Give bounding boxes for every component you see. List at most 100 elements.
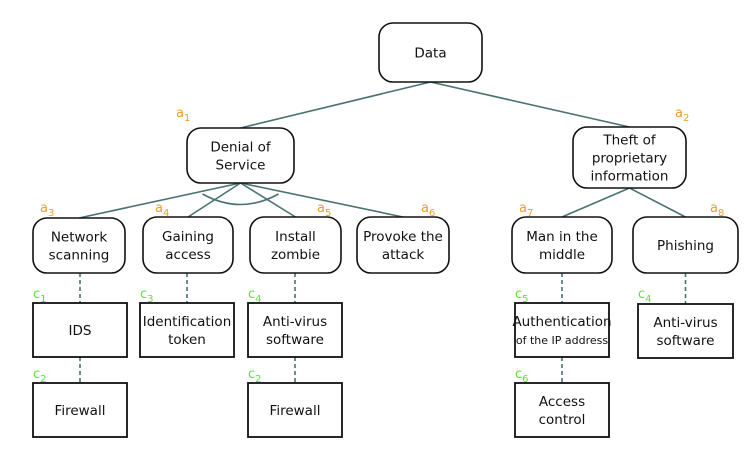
countermeasure-text-line: Firewall	[55, 403, 106, 419]
attack-text-line: proprietary	[592, 151, 667, 167]
label-index: 1	[184, 113, 190, 124]
label-index: 5	[325, 208, 331, 219]
attack-node-a8: Phishing	[632, 216, 739, 274]
countermeasure-label-cm7: c6	[515, 367, 529, 385]
label-letter: a	[519, 201, 527, 216]
countermeasure-box	[514, 382, 610, 438]
attack-text-line: zombie	[271, 247, 320, 263]
label-index: 2	[40, 374, 46, 385]
countermeasure-node-cm4: Anti-virus software	[247, 302, 343, 358]
attack-label-a8: a8	[710, 201, 724, 219]
attack-label-a4: a4	[155, 201, 169, 219]
countermeasure-text-line: software	[657, 333, 715, 349]
countermeasure-text-line: Authentication	[512, 314, 611, 330]
label-index: 3	[147, 294, 153, 305]
label-index: 6	[522, 374, 528, 385]
label-index: 4	[255, 294, 261, 305]
countermeasure-label-cm2: c2	[33, 367, 47, 385]
countermeasure-text-line: IDS	[69, 323, 92, 339]
label-letter: a	[675, 106, 683, 121]
label-letter: a	[155, 201, 163, 216]
countermeasure-node-cm8: Anti-virus software	[637, 303, 734, 359]
attack-node-a5: Install zombie	[249, 216, 342, 274]
countermeasure-box	[637, 303, 734, 359]
attack-edge-a1-a3	[78, 182, 241, 219]
root-node-root: Data	[378, 22, 483, 83]
root-text-line: Data	[414, 46, 446, 62]
label-letter: a	[176, 106, 184, 121]
attack-edge-a2-a8	[629, 187, 686, 218]
label-index: 4	[163, 208, 169, 219]
countermeasure-text-line: control	[539, 412, 586, 428]
label-letter: c	[515, 287, 522, 302]
countermeasure-text-line: Anti-virus	[653, 315, 717, 331]
label-index: 7	[527, 208, 533, 219]
attack-label-a1: a1	[176, 106, 190, 124]
countermeasure-text-line: Access	[539, 394, 585, 410]
attack-label-a6: a6	[421, 201, 435, 219]
edges-layer	[78, 81, 687, 383]
attack-edge-a1-a5	[240, 182, 296, 218]
countermeasure-box	[514, 302, 610, 358]
attack-text-line: Provoke the	[363, 229, 443, 245]
attack-text-line: Man in the	[526, 229, 598, 245]
attack-node-a1: Denial of Service	[186, 127, 295, 184]
attack-box	[186, 127, 295, 184]
label-letter: a	[317, 201, 325, 216]
attack-text-line: Gaining	[162, 229, 214, 245]
countermeasure-text-line: Anti-virus	[263, 314, 327, 330]
attack-label-a2: a2	[675, 106, 689, 124]
label-letter: a	[421, 201, 429, 216]
label-letter: a	[40, 201, 48, 216]
label-letter: c	[638, 287, 645, 302]
attack-edge-root-a2	[430, 81, 630, 128]
countermeasure-text-line: software	[266, 332, 324, 348]
label-index: 4	[645, 294, 651, 305]
countermeasure-text-line: token	[168, 332, 206, 348]
attack-label-a7: a7	[519, 201, 533, 219]
label-letter: c	[33, 287, 40, 302]
label-index: 3	[48, 208, 54, 219]
attack-text-line: Denial of	[210, 140, 272, 156]
label-index: 5	[522, 294, 528, 305]
label-index: 2	[683, 113, 689, 124]
countermeasure-box	[32, 382, 128, 438]
attack-text-line: information	[591, 169, 669, 185]
label-index: 6	[429, 208, 435, 219]
countermeasure-node-cm7: Access control	[514, 382, 610, 438]
countermeasure-node-cm2: Firewall	[32, 382, 128, 438]
countermeasure-label-cm5: c2	[248, 367, 262, 385]
attack-box	[32, 217, 126, 274]
label-letter: c	[248, 367, 255, 382]
countermeasure-label-cm4: c4	[248, 287, 262, 305]
attack-text-line: Install	[275, 229, 316, 245]
attack-text-line: Theft of	[602, 133, 656, 149]
countermeasure-label-cm1: c1	[33, 287, 47, 305]
attack-node-a2: Theft of proprietary information	[572, 126, 687, 189]
label-index: 8	[718, 208, 724, 219]
attack-text-line: attack	[382, 247, 425, 263]
label-index: 1	[40, 294, 46, 305]
countermeasure-text-line: Firewall	[270, 403, 321, 419]
attack-node-a7: Man in the middle	[511, 216, 613, 274]
attack-text-line: access	[165, 247, 211, 263]
attack-box	[572, 126, 687, 189]
root-box	[378, 22, 483, 83]
attack-text-line: Service	[216, 158, 266, 174]
attack-text-line: scanning	[49, 248, 110, 264]
label-letter: a	[710, 201, 718, 216]
attack-node-a6: Provoke the attack	[356, 216, 450, 274]
and-gate-arc	[202, 193, 279, 206]
attack-text-line: middle	[539, 247, 585, 263]
label-letter: c	[33, 367, 40, 382]
countermeasure-node-cm1: IDS	[32, 302, 128, 358]
countermeasure-label-cm6: c5	[515, 287, 529, 305]
countermeasure-box	[139, 302, 235, 358]
countermeasure-text-line: Identification	[143, 314, 232, 330]
attack-node-a4: Gaining access	[142, 216, 234, 274]
countermeasure-node-cm5: Firewall	[247, 382, 343, 438]
